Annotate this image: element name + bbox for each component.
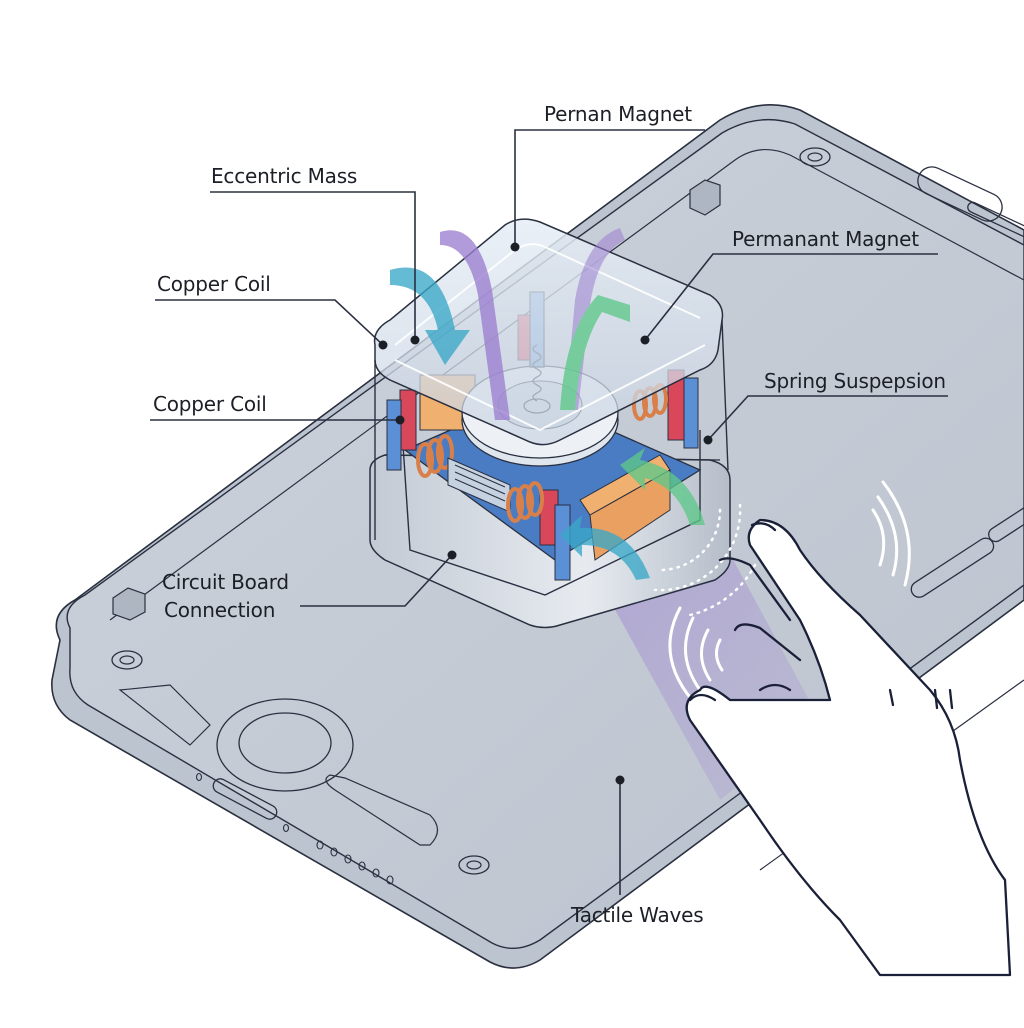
label-permanent-magnet: Permanant Magnet (732, 227, 919, 251)
copper-coil-left (416, 434, 454, 478)
charging-port (212, 778, 278, 820)
speaker-slot-right (325, 774, 439, 846)
leader-circuit-board (300, 554, 453, 607)
green-arrow-top (560, 295, 630, 410)
glass-lid (373, 218, 724, 446)
flow-arrows (390, 228, 705, 580)
copper-coil-front (506, 481, 544, 523)
label-tactile-waves: Tactile Waves (571, 903, 704, 927)
label-copper-coil-bottom: Copper Coil (153, 392, 267, 416)
leader-permanent-magnet (644, 253, 938, 341)
label-eccentric-mass: Eccentric Mass (211, 164, 358, 188)
leader-pernan-magnet (514, 129, 705, 247)
magnet-blue-left (386, 399, 402, 471)
speaker-holes (195, 772, 394, 885)
leader-eccentric-mass (210, 191, 416, 340)
vibration-waves-right (871, 480, 911, 587)
label-circuit-board-line2: Connection (164, 598, 276, 622)
label-copper-coil-top: Copper Coil (157, 272, 271, 296)
home-button (216, 698, 354, 792)
side-buttons (910, 166, 1024, 598)
teal-arrow-top (390, 267, 470, 365)
hand-illustration (685, 518, 1012, 977)
leader-lines (150, 129, 948, 895)
vibration-waves-left (668, 606, 724, 702)
tactile-dotted-rings (653, 503, 757, 617)
leader-copper-coil-top (155, 299, 384, 346)
green-arrow-bottom (620, 448, 705, 525)
speaker-slot-left (118, 684, 211, 746)
label-circuit-board-line1: Circuit Board (162, 570, 289, 594)
label-pernan-magnet: Pernan Magnet (544, 102, 692, 126)
teal-arrow-bottom (560, 515, 650, 580)
leader-spring-suspension (707, 395, 948, 441)
phone-screw-left (111, 650, 143, 670)
frame-tabs (112, 179, 721, 621)
leader-dots (378, 242, 713, 785)
label-spring-suspension: Spring Suspepsion (764, 369, 946, 393)
magnet-blue-right (683, 377, 699, 449)
phone-screw-top (799, 147, 831, 167)
purple-arrow-top (440, 230, 510, 420)
phone-screw-bottom (458, 855, 490, 875)
